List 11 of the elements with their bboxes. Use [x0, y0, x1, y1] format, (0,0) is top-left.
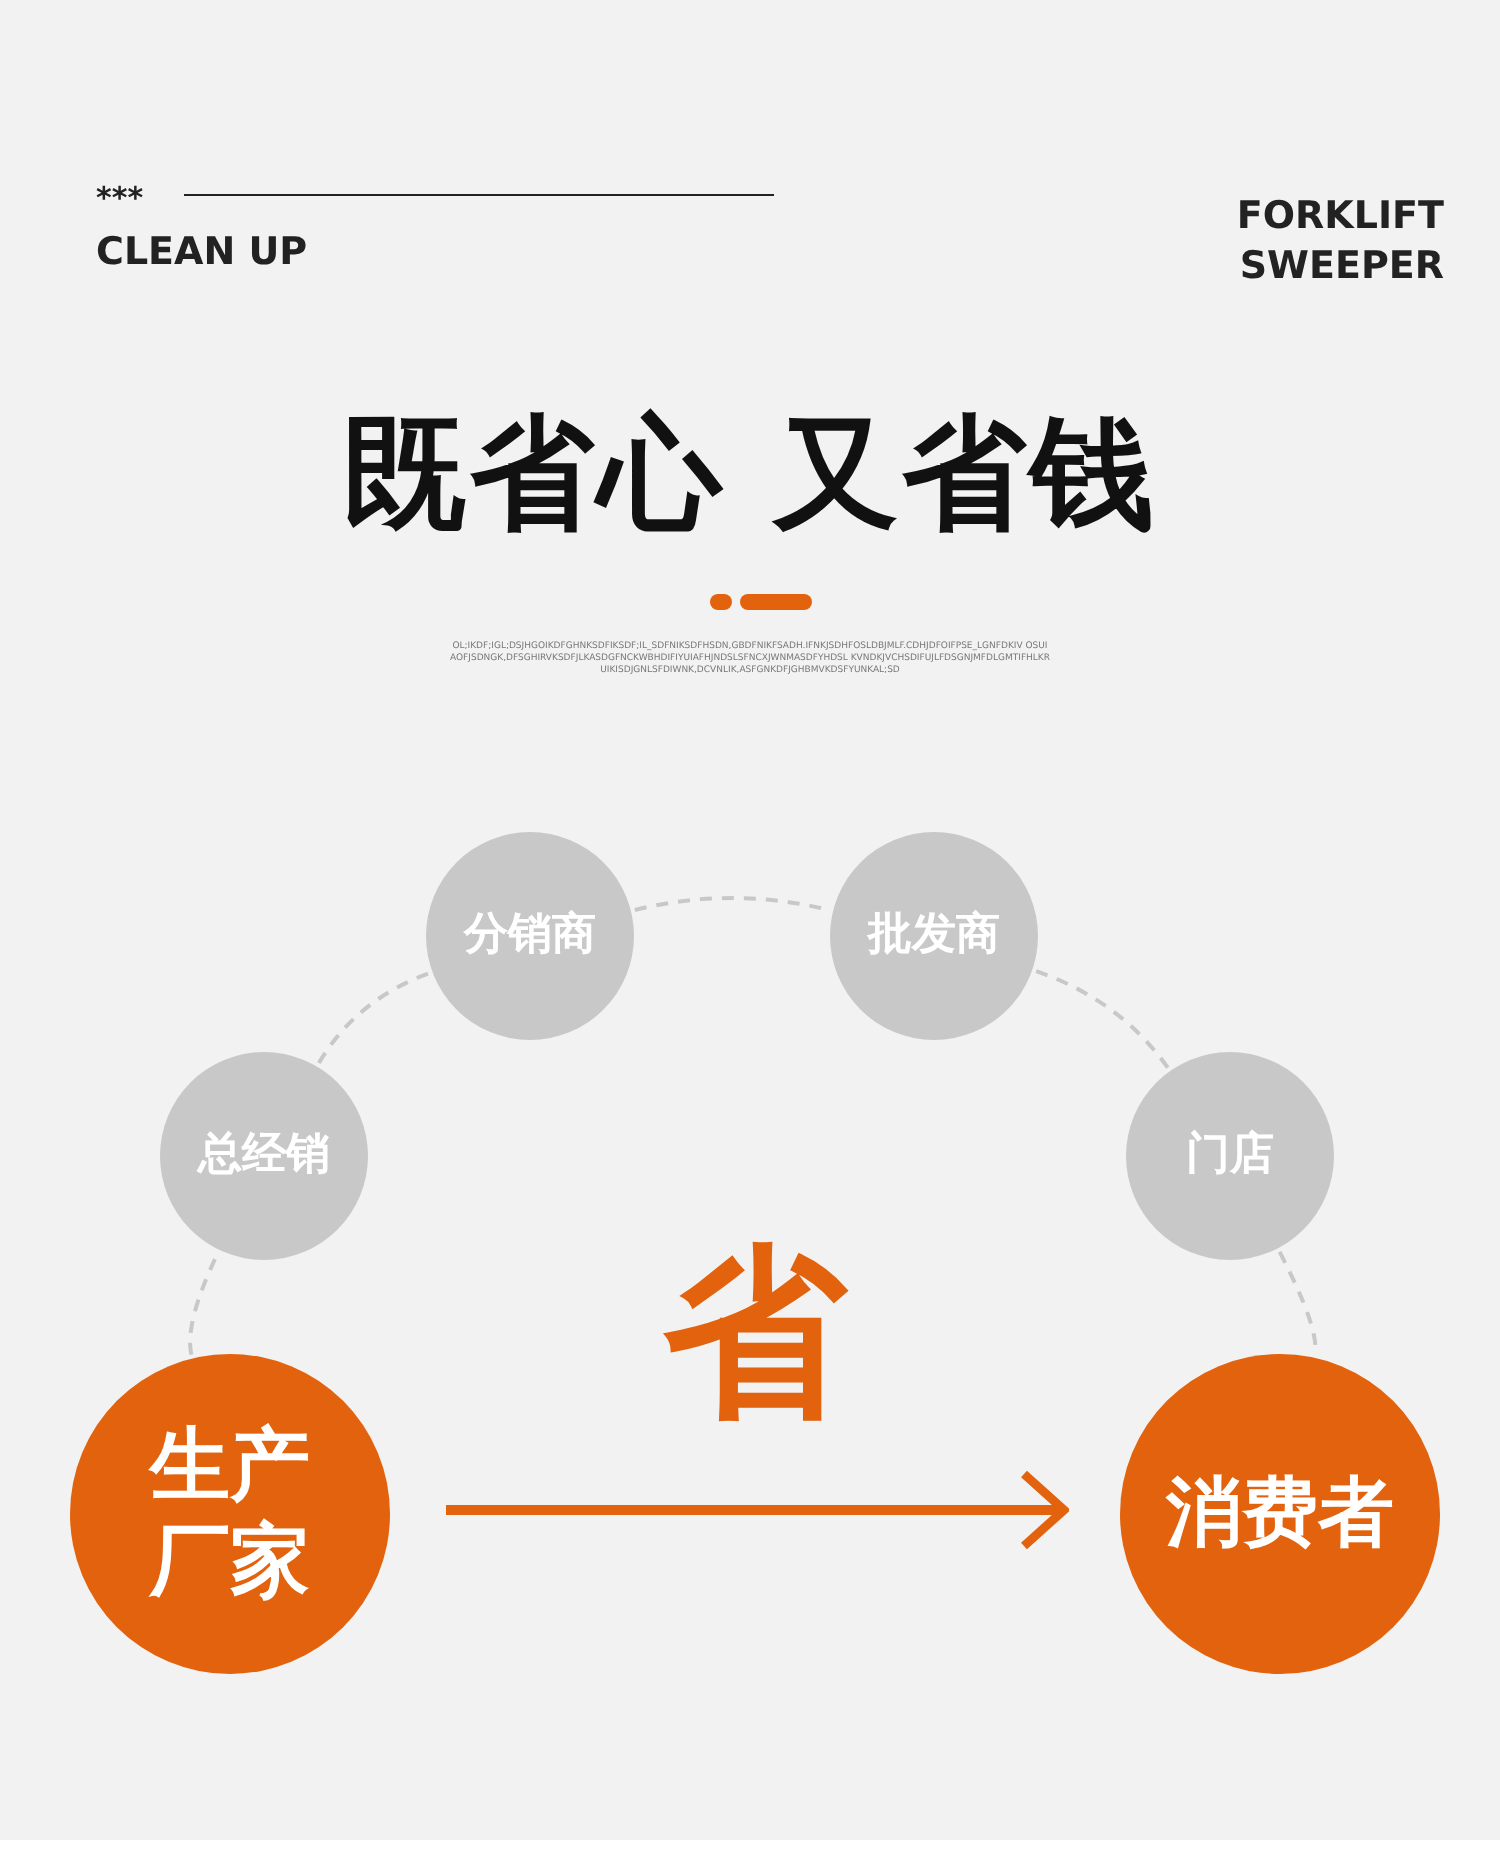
arrow: [446, 1469, 1069, 1551]
title: 既省心 又省钱: [340, 398, 1160, 550]
heading-text: CLEAN UP: [96, 230, 308, 274]
edge-label: 省: [661, 1224, 851, 1444]
decoration-stars: ***: [96, 180, 144, 216]
heading-text: FORKLIFT SWEEPER: [1234, 192, 1444, 292]
dashed-connector: [188, 1252, 220, 1355]
node-label: 生产厂家: [146, 1418, 312, 1610]
dashed-connector: [317, 971, 430, 1065]
dashed-connector: [1035, 969, 1170, 1069]
node-label: 消费者: [1163, 1468, 1396, 1560]
